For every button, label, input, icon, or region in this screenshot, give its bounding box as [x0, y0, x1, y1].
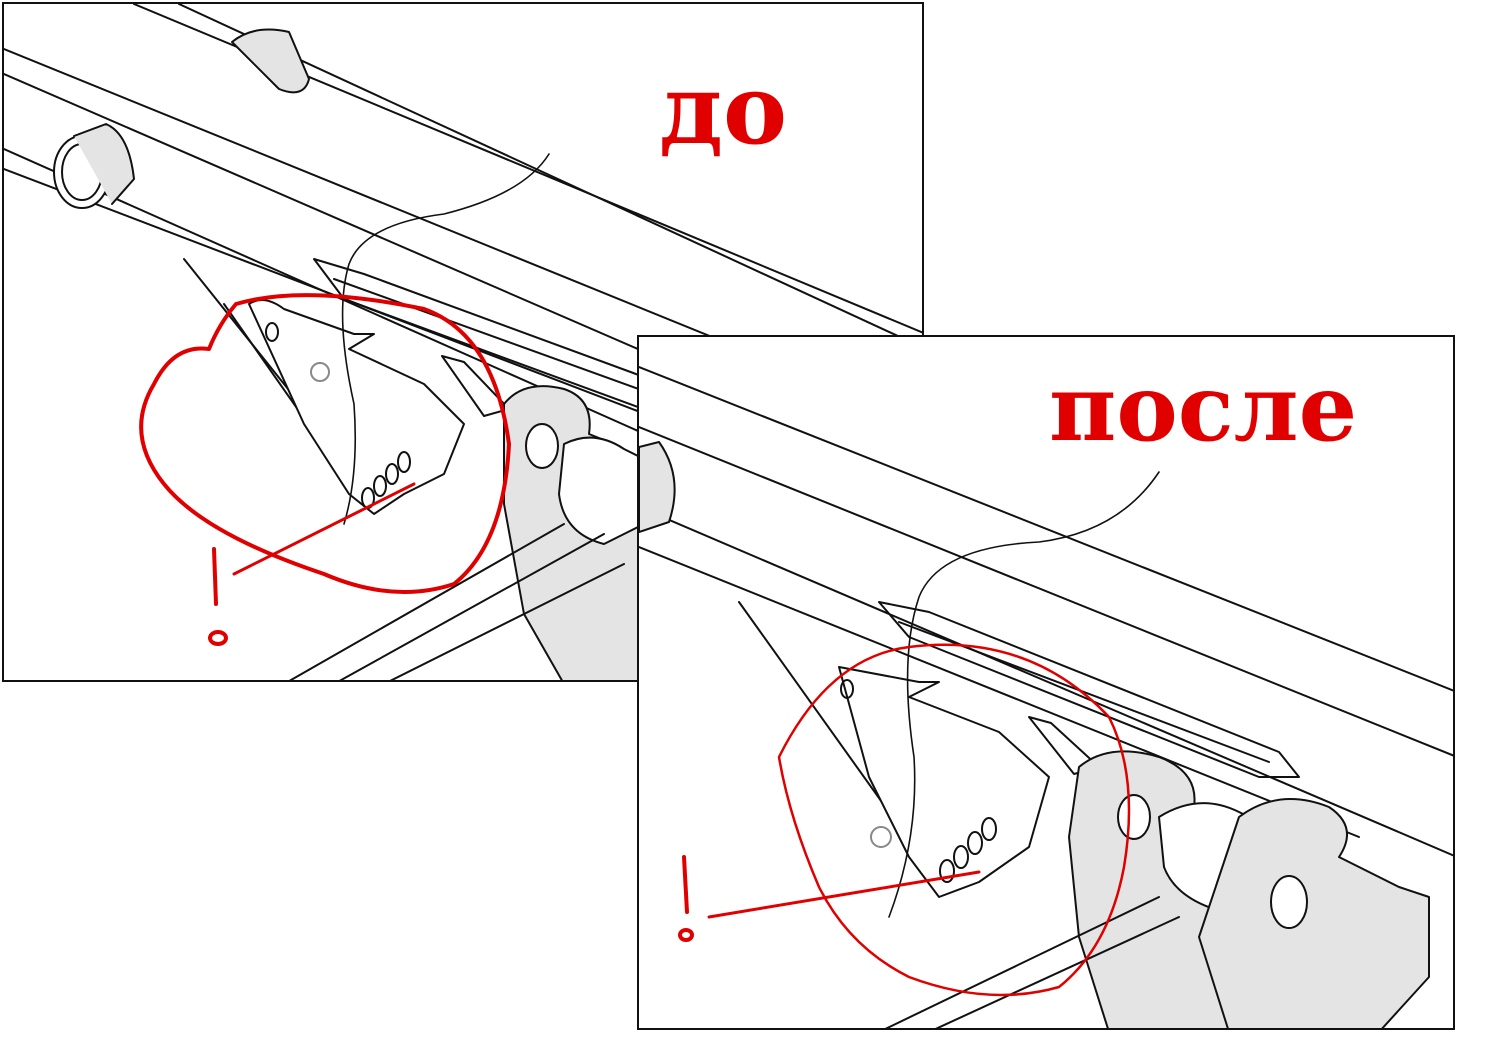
hole-1: [840, 679, 854, 699]
second-hole: [1270, 875, 1308, 929]
spring-coils: [361, 451, 411, 509]
beam-lower-edge: [639, 506, 1453, 857]
hinge-hole: [1117, 794, 1151, 840]
support-line-1: [738, 601, 890, 813]
red-circle-after: [777, 643, 1131, 997]
wire: [888, 471, 1160, 918]
beam-underside: [639, 546, 1360, 838]
spring-coils: [939, 817, 997, 883]
red-pointer-before: [232, 482, 416, 576]
slot: [441, 355, 510, 417]
label-after: после: [1049, 354, 1358, 462]
second-lug: [1198, 798, 1430, 1028]
lower-frame-2: [339, 533, 605, 680]
beam-top-edge: [639, 366, 1453, 692]
lower-frame-1: [288, 523, 565, 680]
pin-hole: [870, 826, 892, 848]
top-cylinder: [231, 28, 310, 94]
red-exclaim-before: [212, 547, 218, 606]
lower-frame-2: [935, 916, 1180, 1028]
wire: [341, 153, 550, 525]
rail-bottom: [178, 4, 922, 349]
red-pointer-after: [707, 870, 981, 919]
red-circle-before: [139, 293, 511, 594]
latch-plate: [838, 666, 1050, 898]
hole-1: [265, 322, 279, 342]
label-before: до: [659, 53, 788, 166]
beam-mid-edge: [639, 426, 1453, 757]
panel-after: после: [637, 335, 1455, 1030]
drawing-after: [639, 366, 1453, 1028]
end-cylinder: [639, 441, 676, 533]
slanted-bracket: [878, 601, 1300, 778]
hinge-hole: [525, 423, 559, 469]
pin-hole: [310, 362, 330, 382]
lower-frame-1: [884, 896, 1160, 1028]
red-exclaim-after: [682, 855, 689, 914]
